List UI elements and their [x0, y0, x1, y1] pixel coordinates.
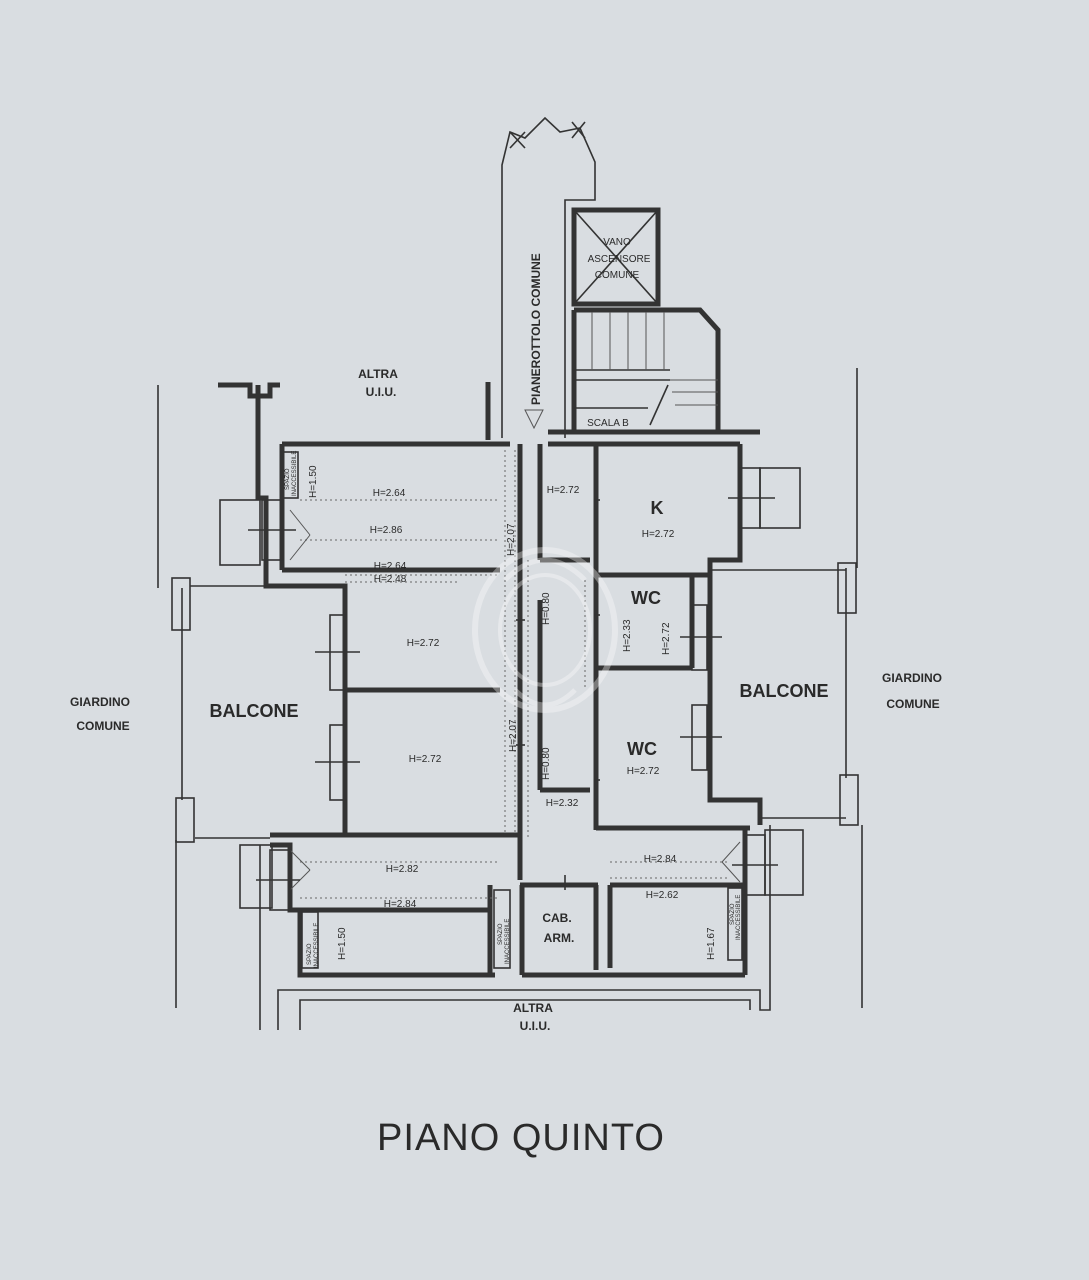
- cab-arm-line2: ARM.: [544, 931, 575, 945]
- scala-label: SCALA B: [587, 418, 629, 429]
- height-label: H=2.62: [646, 890, 679, 901]
- giardino-right-line2: COMUNE: [886, 697, 939, 711]
- height-label: H=2.72: [661, 622, 672, 655]
- watermark-emblem: [472, 547, 618, 713]
- height-label: H=1.67: [706, 927, 717, 960]
- height-label: H=2.72: [627, 766, 660, 777]
- height-label: H=2.84: [384, 899, 417, 910]
- spazio-left-line2: INACCESSIBILE: [314, 923, 320, 968]
- spazio-right-line2: INACCESSIBILE: [736, 895, 742, 940]
- height-label: H=2.48: [374, 574, 407, 585]
- common-landing: [501, 116, 596, 438]
- balconies: [190, 569, 846, 839]
- windows: [219, 467, 804, 911]
- height-label: H=2.84: [644, 854, 677, 865]
- vano-line2: ASCENSORE: [588, 254, 651, 265]
- height-label: H=2.32: [546, 798, 579, 809]
- height-label: H=2.72: [642, 529, 675, 540]
- staircase: [571, 307, 721, 432]
- plan-title: PIANO QUINTO: [377, 1117, 665, 1159]
- spazio-right-line1: SPAZIO: [730, 903, 736, 925]
- cab-arm-line1: CAB.: [542, 911, 571, 925]
- doors: [516, 499, 600, 890]
- wc-upper-label: WC: [631, 588, 661, 608]
- altra-uiu-top-line1: ALTRA: [358, 367, 398, 381]
- height-label: H=1.50: [308, 465, 319, 498]
- balcone-left-label: BALCONE: [210, 701, 299, 721]
- height-label: H=2.07: [508, 719, 519, 752]
- height-label: H=0.80: [541, 592, 552, 625]
- spazio-center-line2: INACCESSIBILE: [505, 919, 511, 964]
- spazio-top-line1: SPAZIO: [285, 468, 291, 490]
- area-labels: ALTRA U.I.U. ALTRA U.I.U. GIARDINO COMUN…: [70, 237, 942, 1033]
- giardino-left-line1: GIARDINO: [70, 695, 130, 709]
- giardino-left-line2: COMUNE: [76, 719, 129, 733]
- ceiling-lines: [289, 450, 741, 899]
- height-label: H=2.07: [506, 523, 517, 556]
- garden-boundaries: [157, 368, 863, 1008]
- height-label: H=0.80: [541, 747, 552, 780]
- height-label: H=2.64: [374, 561, 407, 572]
- height-label: H=2.82: [386, 864, 419, 875]
- spazio-left-line1: SPAZIO: [307, 943, 313, 965]
- height-label: H=2.33: [622, 619, 633, 652]
- inaccessible-spaces: [281, 451, 743, 969]
- altra-uiu-bottom-line2: U.I.U.: [520, 1019, 551, 1033]
- kitchen-label: K: [651, 498, 664, 518]
- balcone-right-label: BALCONE: [740, 681, 829, 701]
- height-labels: H=1.50 H=2.64 H=2.86 H=2.64 H=2.48 H=2.7…: [308, 465, 717, 960]
- altra-uiu-bottom-line1: ALTRA: [513, 1001, 553, 1015]
- altra-uiu-top-line2: U.I.U.: [366, 385, 397, 399]
- giardino-right-line1: GIARDINO: [882, 671, 942, 685]
- apartment-walls: [218, 382, 771, 1030]
- elevator-shaft: [571, 207, 661, 307]
- pianerottolo-comune-label: PIANEROTTOLO COMUNE: [529, 253, 543, 405]
- vano-line1: VANO: [603, 237, 631, 248]
- height-label: H=2.72: [547, 485, 580, 496]
- wc-lower-label: WC: [627, 739, 657, 759]
- height-label: H=2.72: [407, 638, 440, 649]
- height-label: H=2.86: [370, 525, 403, 536]
- vano-line3: COMUNE: [595, 270, 640, 281]
- spazio-center-line1: SPAZIO: [498, 923, 504, 945]
- height-label: H=2.64: [373, 488, 406, 499]
- height-label: H=1.50: [337, 927, 348, 960]
- height-label: H=2.72: [409, 754, 442, 765]
- spazio-top-line2: INACCESSIBILE: [292, 451, 298, 496]
